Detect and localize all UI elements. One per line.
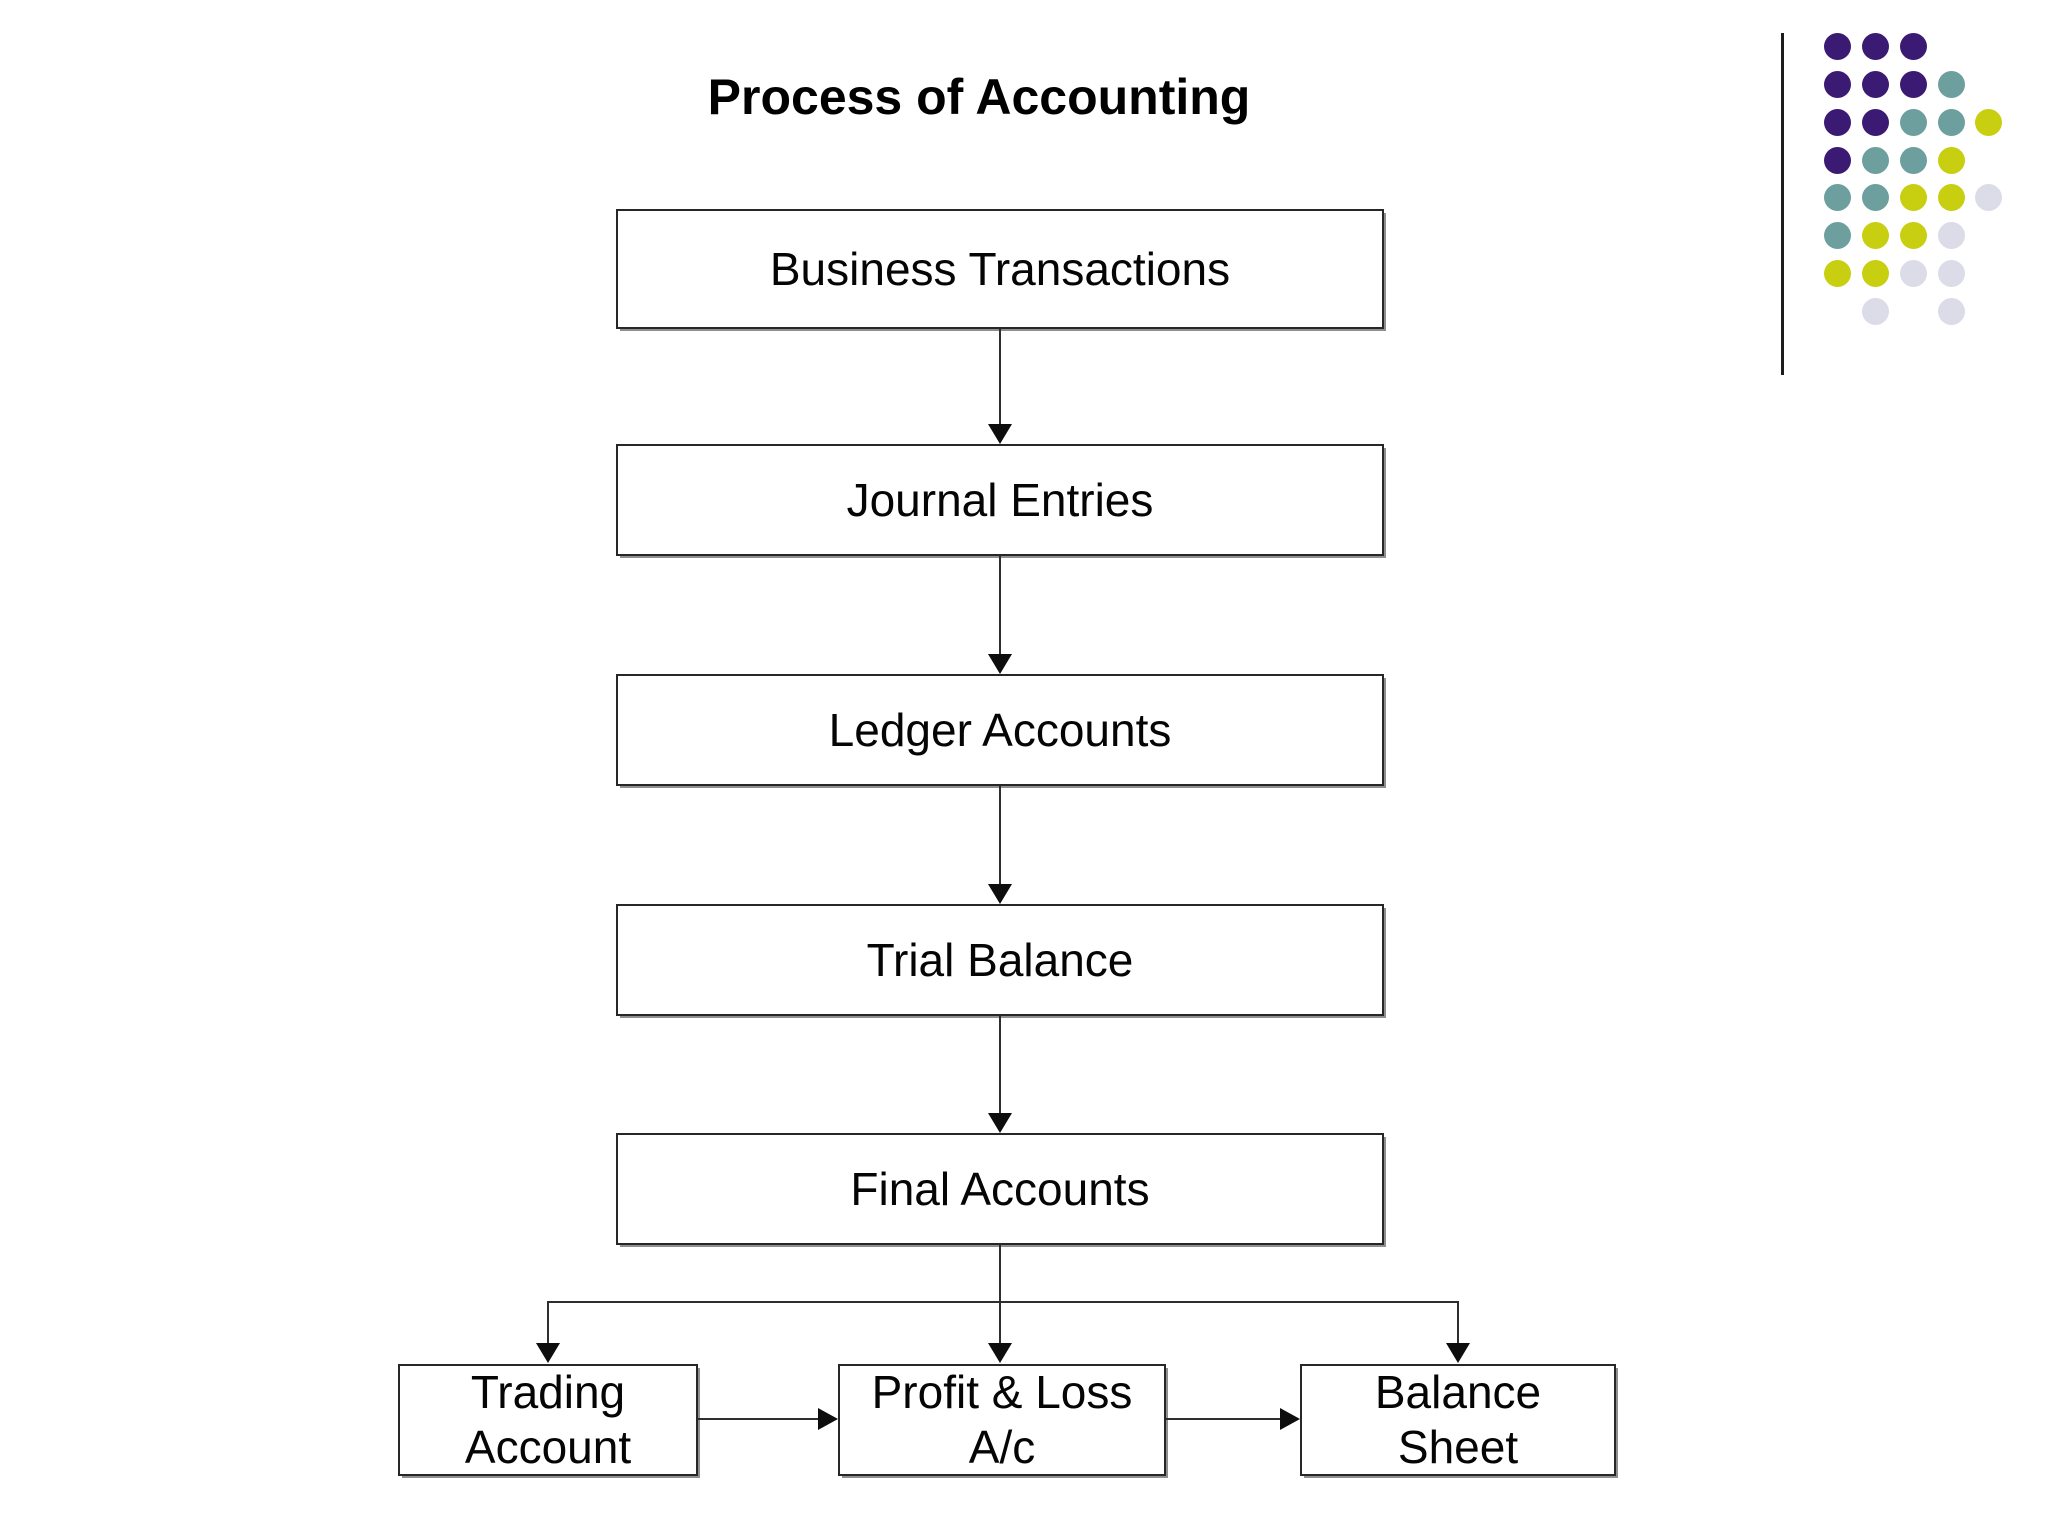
flow-node-label: Final Accounts (850, 1162, 1150, 1215)
yellow-dot-icon (1862, 222, 1890, 250)
flow-node-final-accounts: Final Accounts (616, 1133, 1384, 1245)
yellow-dot-icon (1862, 259, 1890, 287)
purple-dot-icon (1862, 33, 1890, 61)
teal-dot-icon (1824, 184, 1852, 212)
lavender-dot-icon (1899, 259, 1927, 287)
connector-line (999, 556, 1001, 654)
arrow-head-down (988, 1113, 1012, 1133)
arrow-head-down (1446, 1343, 1470, 1363)
arrow-head-right (818, 1408, 838, 1430)
flow-node-label-line: Account (464, 1421, 632, 1473)
teal-dot-icon (1824, 222, 1852, 250)
decoration-vertical-rule (1781, 33, 1784, 375)
arrow-head-right (1280, 1408, 1300, 1430)
purple-dot-icon (1899, 33, 1927, 61)
connector-line (999, 786, 1001, 884)
flow-node-label-line: Balance (1374, 1366, 1542, 1418)
lavender-dot-icon (1975, 184, 2003, 212)
slide-title: Process of Accounting (707, 69, 1251, 125)
purple-dot-icon (1862, 108, 1890, 136)
arrow-head-down (536, 1343, 560, 1363)
purple-dot-icon (1824, 146, 1852, 174)
teal-dot-icon (1862, 146, 1890, 174)
flow-node-label-line: Sheet (1397, 1421, 1519, 1473)
connector-line (1457, 1303, 1459, 1343)
yellow-dot-icon (1899, 222, 1927, 250)
arrow-head-down (988, 1343, 1012, 1363)
flow-node-label-line: Profit & Loss (871, 1366, 1133, 1418)
teal-dot-icon (1937, 71, 1965, 99)
purple-dot-icon (1824, 71, 1852, 99)
lavender-dot-icon (1862, 297, 1890, 325)
connector-line (1166, 1418, 1282, 1420)
flow-node-trial-balance: Trial Balance (616, 904, 1384, 1016)
connector-line (698, 1418, 820, 1420)
connector-line (999, 1303, 1001, 1343)
flow-node-ledger-accounts: Ledger Accounts (616, 674, 1384, 786)
flow-node-journal-entries: Journal Entries (616, 444, 1384, 556)
flow-node-label-line: A/c (968, 1421, 1036, 1473)
flow-node-label: Journal Entries (846, 473, 1154, 526)
flow-node-label: Ledger Accounts (828, 703, 1172, 756)
flow-node-business-transactions: Business Transactions (616, 209, 1384, 329)
yellow-dot-icon (1937, 184, 1965, 212)
arrow-head-down (988, 424, 1012, 444)
connector-line (999, 1245, 1001, 1303)
purple-dot-icon (1824, 108, 1852, 136)
connector-line (999, 329, 1001, 424)
teal-dot-icon (1899, 146, 1927, 174)
dots-grid (1819, 28, 2008, 330)
yellow-dot-icon (1899, 184, 1927, 212)
flow-node-balance-sheet: Balance Sheet (1300, 1364, 1616, 1476)
connector-line (547, 1303, 549, 1343)
teal-dot-icon (1899, 108, 1927, 136)
yellow-dot-icon (1937, 146, 1965, 174)
purple-dot-icon (1862, 71, 1890, 99)
purple-dot-icon (1899, 71, 1927, 99)
connector-line (999, 1016, 1001, 1113)
flow-node-label-line: Trading (470, 1366, 626, 1418)
teal-dot-icon (1937, 108, 1965, 136)
lavender-dot-icon (1937, 259, 1965, 287)
purple-dot-icon (1824, 33, 1852, 61)
arrow-head-down (988, 654, 1012, 674)
branch-line (547, 1301, 1459, 1303)
yellow-dot-icon (1824, 259, 1852, 287)
lavender-dot-icon (1937, 297, 1965, 325)
flow-node-profit-loss-account: Profit & Loss A/c (838, 1364, 1166, 1476)
flow-node-label: Business Transactions (769, 242, 1231, 295)
teal-dot-icon (1862, 184, 1890, 212)
lavender-dot-icon (1937, 222, 1965, 250)
flow-node-label: Trial Balance (866, 933, 1134, 986)
flow-node-trading-account: Trading Account (398, 1364, 698, 1476)
arrow-head-down (988, 884, 1012, 904)
yellow-dot-icon (1975, 108, 2003, 136)
